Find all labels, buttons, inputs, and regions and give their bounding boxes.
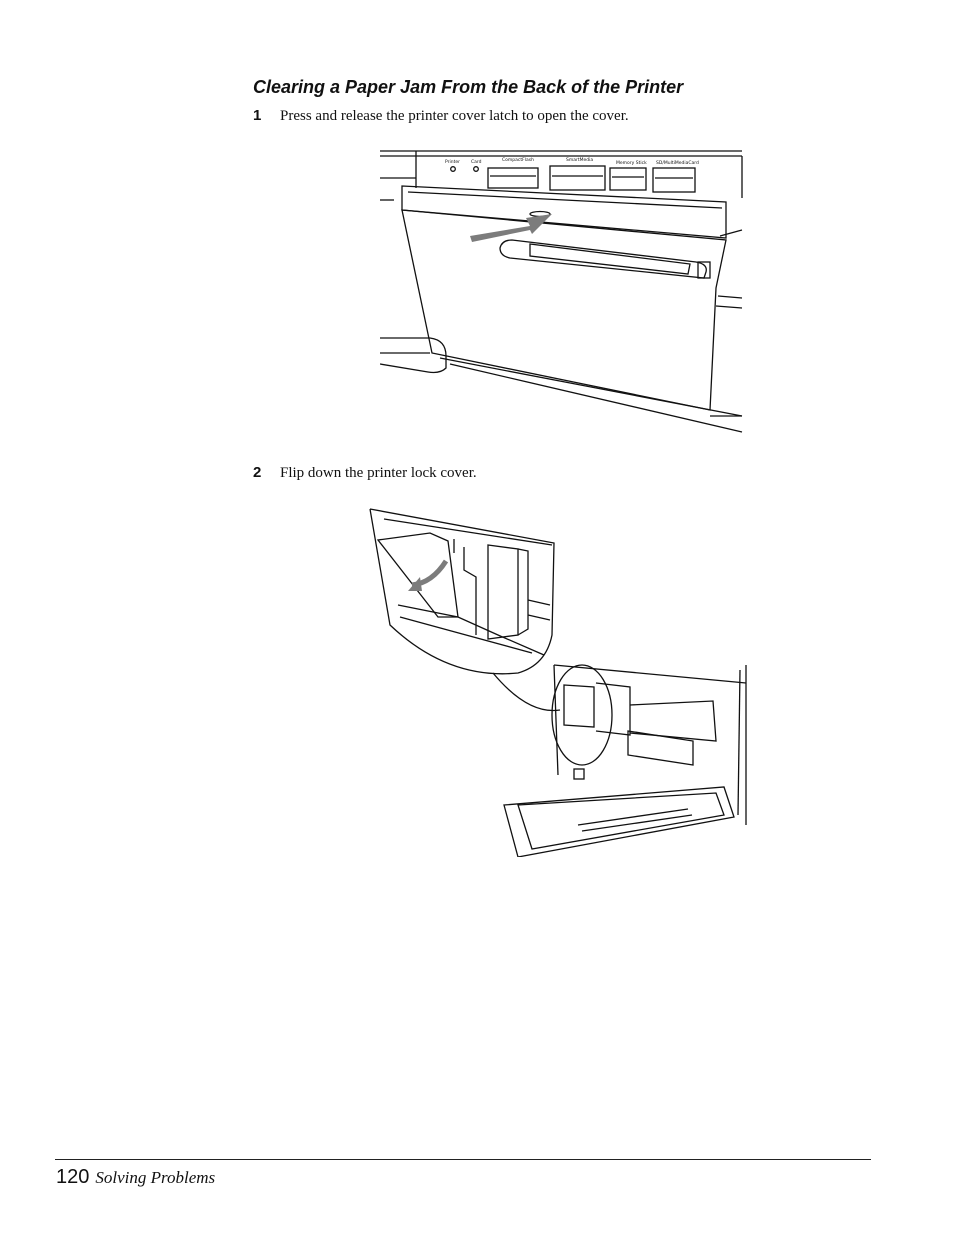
- step-2: 2 Flip down the printer lock cover.: [253, 464, 477, 482]
- step-1: 1 Press and release the printer cover lat…: [253, 107, 629, 125]
- footer-divider: [55, 1159, 871, 1160]
- page-footer: 120 Solving Problems: [56, 1166, 215, 1189]
- section-title: Solving Problems: [95, 1168, 216, 1187]
- page-number: 120: [56, 1166, 90, 1188]
- indicator-label: Printer: [445, 159, 460, 165]
- step-number: 2: [253, 464, 262, 481]
- indicator-label: Card: [471, 159, 482, 165]
- step-text: Flip down the printer lock cover.: [280, 465, 477, 481]
- slot-label: SmartMedia: [566, 157, 593, 163]
- printer-lock-cover-illustration: [369, 508, 747, 857]
- step-number: 1: [253, 107, 262, 124]
- printer-cover-illustration: Printer Card CompactFlash SmartMedia Mem…: [380, 150, 743, 433]
- slot-label: CompactFlash: [502, 157, 534, 163]
- step-text: Press and release the printer cover latc…: [280, 108, 629, 124]
- slot-label: SD/MultiMediaCard: [656, 160, 699, 166]
- section-heading: Clearing a Paper Jam From the Back of th…: [253, 77, 684, 97]
- slot-label: Memory Stick: [616, 160, 647, 166]
